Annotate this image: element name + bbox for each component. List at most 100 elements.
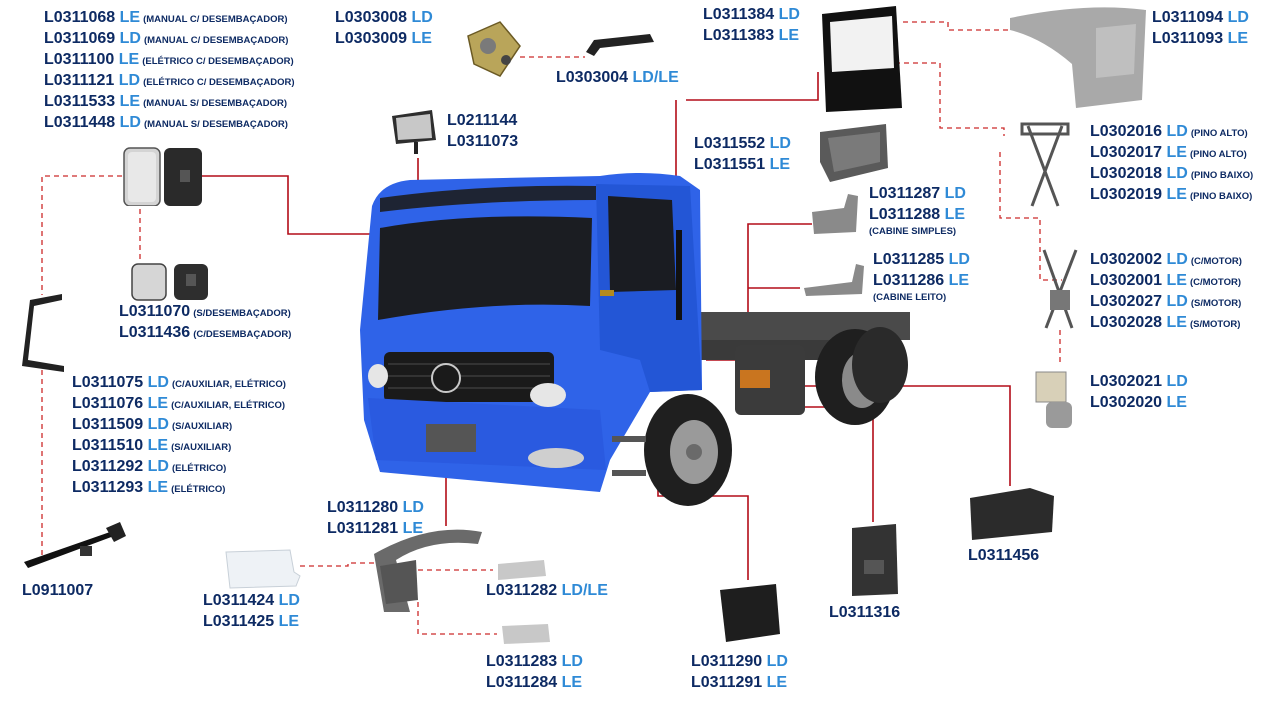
part-code: L0311316 [829, 604, 901, 621]
part-code: L0302002 [1090, 251, 1163, 268]
step-plate-upper-image [498, 560, 546, 580]
part-code: L0311094 [1152, 9, 1224, 26]
label-step-plate-upper: L0311282 LD/LE [486, 580, 608, 601]
part-code: L0311073 [447, 133, 519, 150]
part-code: L0311509 [72, 416, 144, 433]
part-code: L0311283 [486, 653, 558, 670]
part-number-line: L0311284 LE [486, 672, 583, 693]
part-note: (MANUAL C/ DESEMBAÇADOR) [143, 14, 288, 25]
part-code: L0303004 [556, 69, 629, 86]
part-note: (PINO BAIXO) [1189, 191, 1253, 202]
part-side: LD [147, 374, 169, 391]
part-side: LE [119, 9, 141, 26]
part-side: LE [1166, 144, 1187, 161]
label-battery-box: L0311456 [968, 545, 1039, 566]
part-number-line: L0311094 LD [1152, 7, 1249, 28]
part-number-line: L0302002 LD(C/MOTOR) [1090, 249, 1242, 270]
label-regulator-motor: L0302002 LD(C/MOTOR)L0302001 LE(C/MOTOR)… [1090, 249, 1242, 333]
part-code: L0302016 [1090, 123, 1163, 140]
part-number-line: L0302016 LD(PINO ALTO) [1090, 121, 1253, 142]
part-code: L0311510 [72, 437, 144, 454]
part-note: (ELÉTRICO C/ DESEMBAÇADOR) [143, 77, 295, 88]
part-number-line: L0311100 LE(ELÉTRICO C/ DESEMBAÇADOR) [44, 49, 295, 70]
part-number-line: L0311283 LD [486, 651, 583, 672]
part-number-line: L0302018 LD(PINO BAIXO) [1090, 163, 1253, 184]
part-side: LE [1166, 272, 1187, 289]
part-note: (C/AUXILIAR, ELÉTRICO) [171, 379, 286, 390]
door-handle-image [586, 34, 654, 56]
part-number-line: L0302021 LD [1090, 371, 1188, 392]
fender-front-image [374, 529, 482, 612]
part-side: LD/LE [561, 582, 608, 599]
part-side: LD/LE [632, 69, 679, 86]
part-side: LD [944, 185, 966, 202]
part-number-line: L0211144 [447, 110, 518, 131]
part-side: LE [147, 437, 169, 454]
part-code: L0302017 [1090, 144, 1163, 161]
part-side: LD [147, 416, 169, 433]
part-code: L0311456 [968, 547, 1040, 564]
part-number-line: L0311073 [447, 131, 518, 152]
part-number-line: L0311424 LD [203, 590, 300, 611]
part-side: LD [766, 653, 788, 670]
part-code: L0311285 [873, 251, 945, 268]
part-number-line: L0311288 LE [869, 204, 966, 225]
part-number-line: L0311384 LD [703, 4, 800, 25]
part-code: L0311292 [72, 458, 144, 475]
part-side: LD [278, 592, 300, 609]
mudguard-image [720, 584, 780, 642]
part-code: L0302028 [1090, 314, 1163, 331]
part-side: LD [561, 653, 583, 670]
part-number-line: L0311316 [829, 602, 900, 623]
regulator-manual-image [1020, 122, 1070, 207]
part-side: LD [411, 9, 433, 26]
part-number-line: L0311293 LE(ELÉTRICO) [72, 477, 286, 498]
part-side: LE [948, 272, 970, 289]
part-number-line: L0311448 LD(MANUAL S/ DESEMBAÇADOR) [44, 112, 295, 133]
part-side: LE [411, 30, 432, 47]
part-number-line: L0311292 LD(ELÉTRICO) [72, 456, 286, 477]
part-side: LE [778, 27, 800, 44]
motor-image [1035, 371, 1072, 428]
part-code: L0311425 [203, 613, 275, 630]
part-code: L0311552 [694, 135, 766, 152]
part-note: (PINO ALTO) [1190, 128, 1248, 139]
part-code: L0311284 [486, 674, 558, 691]
step-plate-lower-image [502, 624, 550, 644]
part-side: LD [778, 6, 800, 23]
part-note: (C/DESEMBAÇADOR) [193, 329, 292, 340]
part-code: L0311288 [869, 206, 941, 223]
part-note: (ELÉTRICO) [171, 463, 227, 474]
part-code: L0302018 [1090, 165, 1163, 182]
regulator-motor-image [1042, 249, 1078, 329]
part-side: LD [1227, 9, 1249, 26]
battery-box-image [970, 488, 1054, 540]
part-number-line: L0311533 LE(MANUAL S/ DESEMBAÇADOR) [44, 91, 295, 112]
part-code: L0311291 [691, 674, 763, 691]
step-cover-image [225, 549, 301, 589]
part-code: L0311282 [486, 582, 558, 599]
part-code: L0303009 [335, 30, 408, 47]
part-number-line: L0311509 LD(S/AUXILIAR) [72, 414, 286, 435]
part-code: L0311069 [44, 30, 116, 47]
part-subnote: (CABINE LEITO) [873, 292, 947, 303]
part-code: L0311448 [44, 114, 116, 131]
mirror-small-image [131, 263, 208, 301]
part-number-line: L0311076 LE(C/AUXILIAR, ELÉTRICO) [72, 393, 286, 414]
part-code: L0302001 [1090, 272, 1163, 289]
part-code: L0311384 [703, 6, 775, 23]
cab-panel-simple-image [812, 194, 858, 234]
part-code: L0311287 [869, 185, 941, 202]
part-number-line: L0311552 LD [694, 133, 791, 154]
tank-cover-image [852, 524, 898, 596]
part-number-line: L0911007 [22, 580, 93, 601]
part-code: L0311383 [703, 27, 775, 44]
part-side: LD [948, 251, 970, 268]
part-number-line: L0311280 LD [327, 497, 424, 518]
part-side: LE [766, 674, 788, 691]
